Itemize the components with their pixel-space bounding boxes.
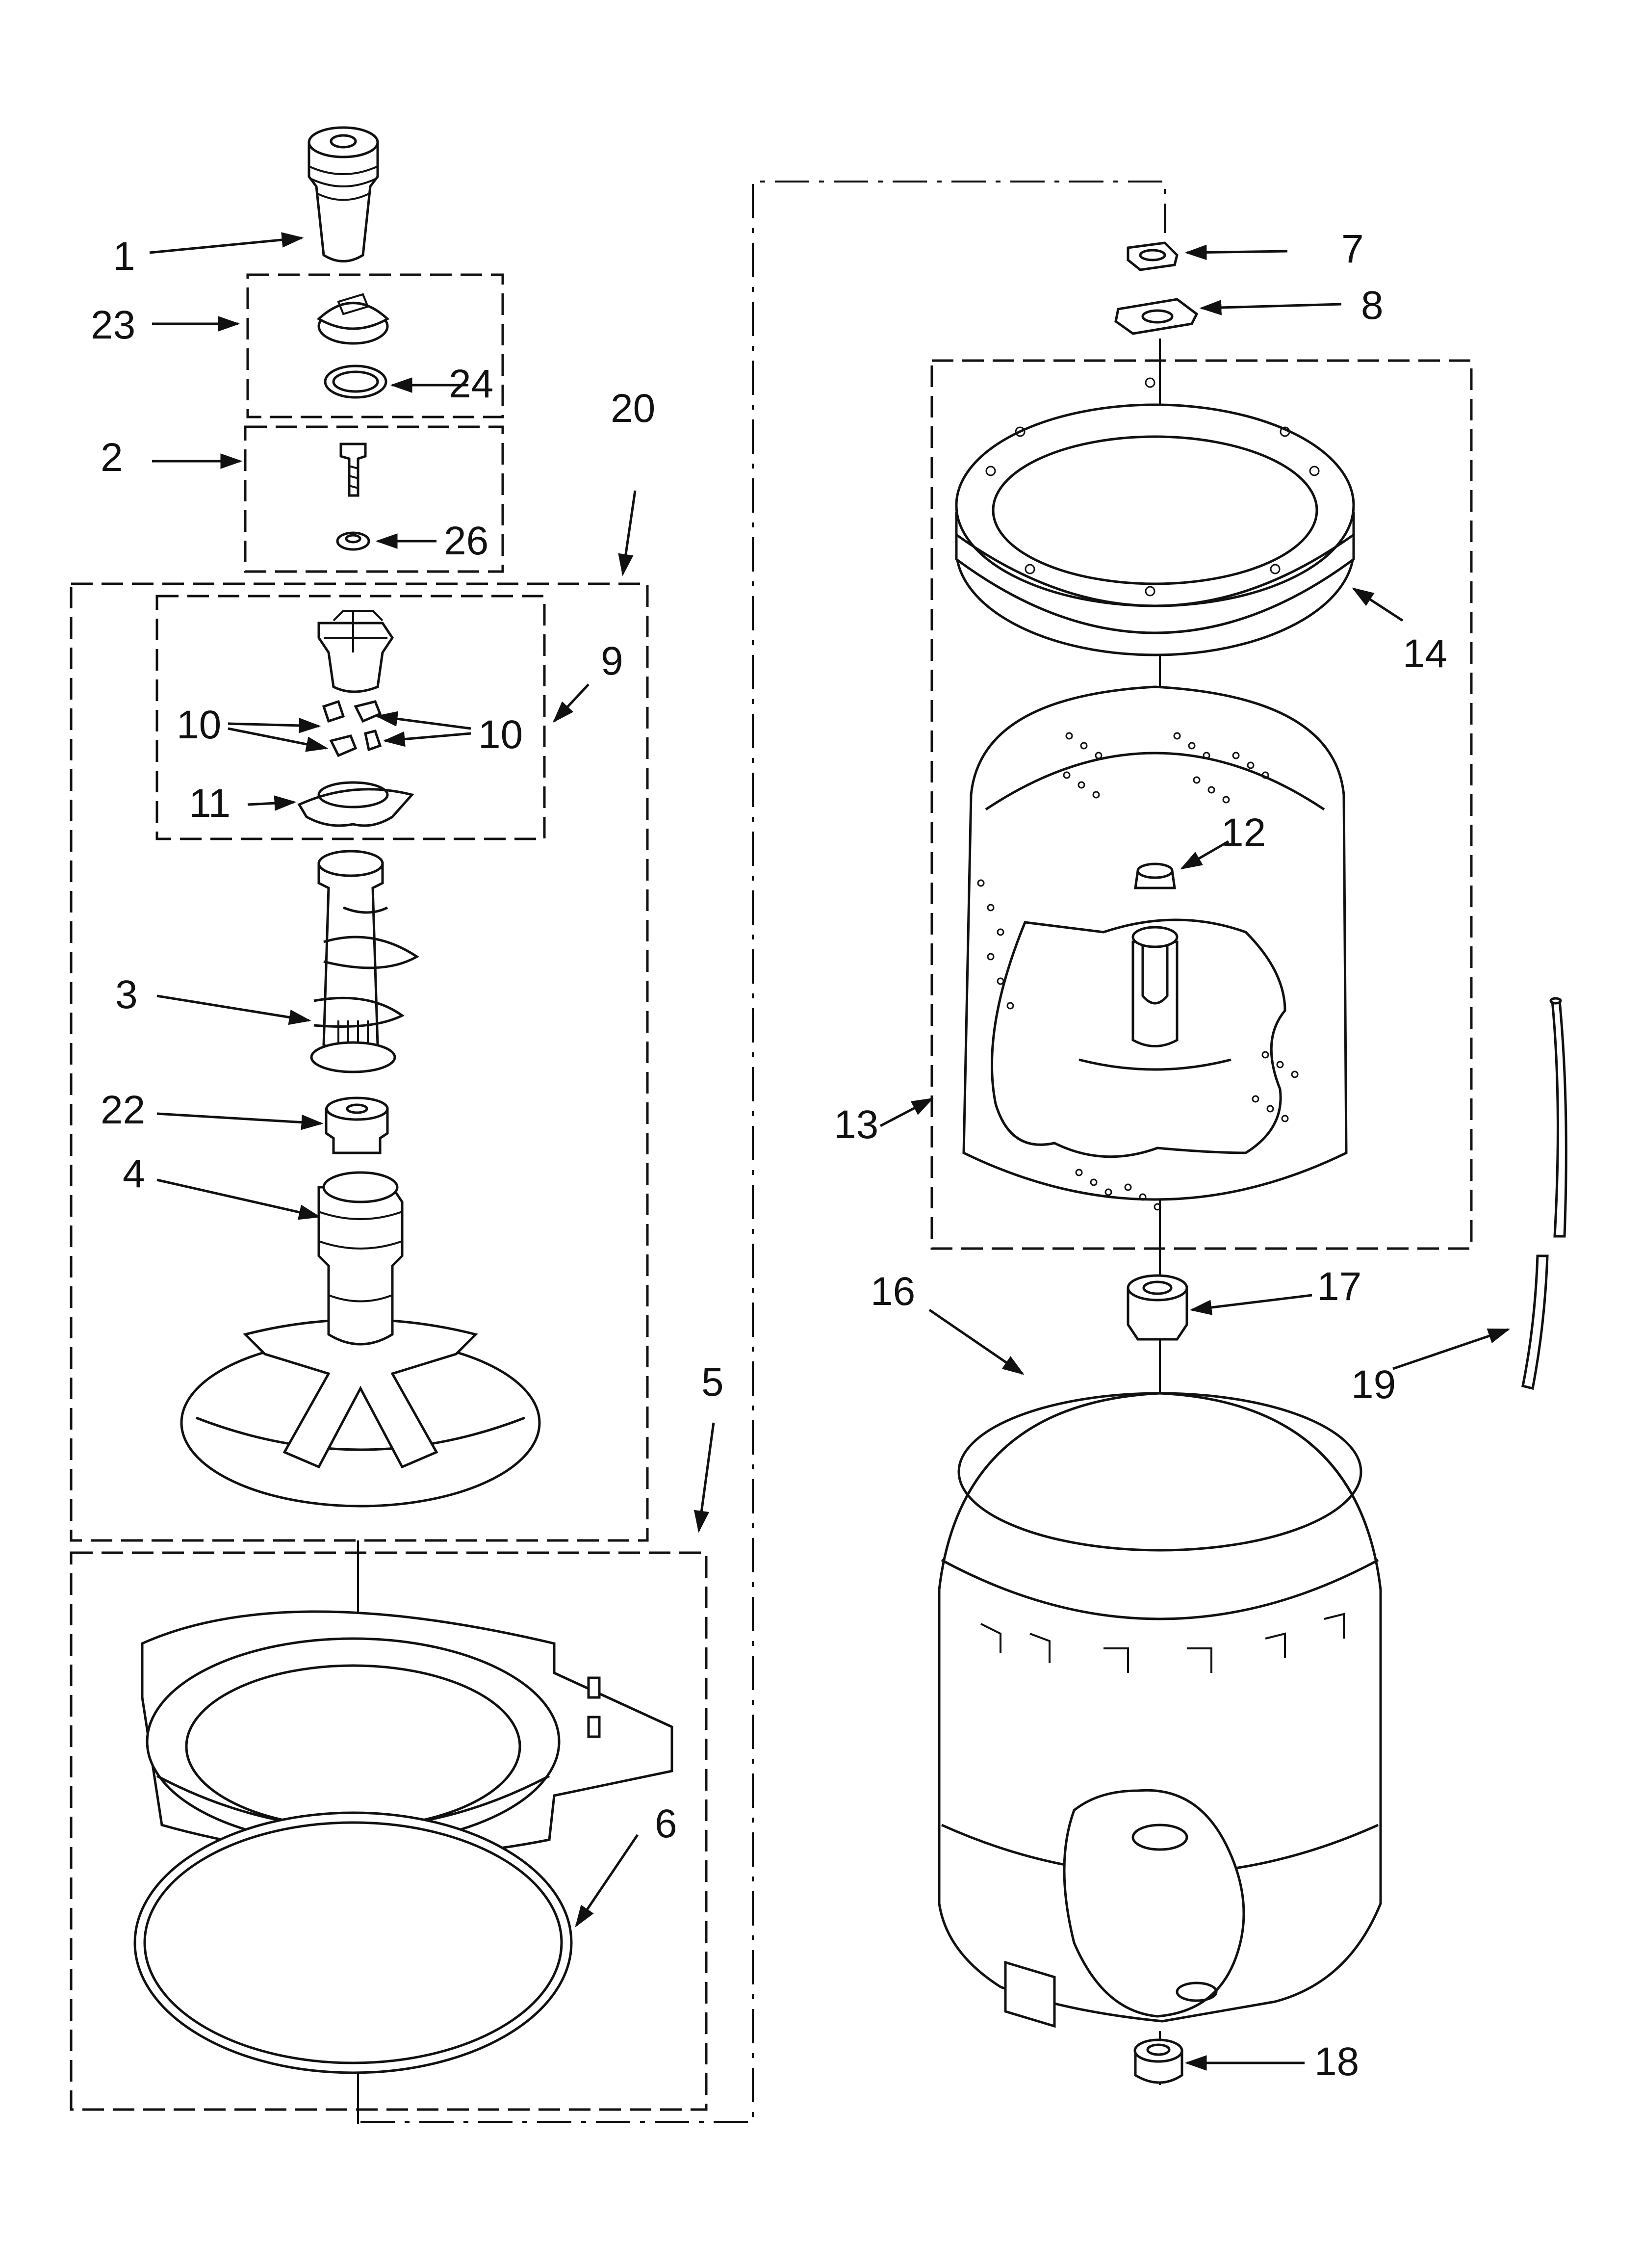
part-12-hub-nut [1134,862,1176,889]
part-6-gasket [133,1811,573,2074]
callout-26: 26 [444,519,488,563]
part-18-drain-plug [1133,2038,1183,2084]
callout-22: 22 [101,1088,145,1132]
callout-3: 3 [115,972,138,1017]
group-box-5 [70,1551,708,2111]
group-boxes [70,181,1473,2123]
callout-8: 8 [1361,283,1384,328]
part-13-spin-basket [962,685,1348,1211]
part-3-auger [310,850,419,1073]
callout-16: 16 [871,1269,915,1314]
callout-5: 5 [701,1360,724,1405]
callout-23: 23 [91,303,135,347]
group-box-9 [155,595,546,840]
part-4-agitator-base [180,1171,541,1508]
connector-frame [360,181,1166,2123]
callout-9: 9 [601,639,623,683]
callout-24: 24 [449,362,493,406]
group-box-2 [244,425,504,573]
part-16-outer-tub [938,1392,1382,2028]
part-8-bracket [1114,298,1199,335]
part-22-coupling [325,1096,389,1154]
callout-labels: 1 23 24 2 26 20 9 10 10 11 3 22 4 5 6 7 … [91,227,1447,2084]
callout-11: 11 [189,781,231,826]
part-14-balance-ring [955,377,1355,656]
group-box-13 [930,359,1473,1250]
part-24-seal-ring [324,365,387,399]
callout-4: 4 [123,1151,145,1196]
part-17-drive-block [1127,1274,1188,1341]
part-23-cap [316,293,390,345]
callout-13: 13 [834,1102,878,1147]
part-2-bolt [339,443,367,497]
callout-6: 6 [655,1801,677,1846]
callout-14: 14 [1403,631,1447,676]
callout-7: 7 [1341,227,1364,271]
callout-18: 18 [1314,2039,1359,2084]
callout-19: 19 [1351,1362,1396,1407]
group-box-23 [246,273,504,418]
part-19-hose [1521,997,1567,1390]
part-10-dogs [322,700,382,757]
leader-arrows [149,232,1511,2071]
part-11-cam [297,781,414,827]
callout-2: 2 [101,435,123,480]
part-7-clip [1127,241,1179,271]
callout-20: 20 [611,386,655,431]
callout-1: 1 [113,234,135,279]
callout-17: 17 [1317,1264,1361,1309]
part-5-bearing-ring [141,1610,673,1858]
part-26-washer [336,531,370,551]
callout-10-right: 10 [478,712,523,757]
part-1-dispenser-cup [308,126,379,262]
group-box-20 [70,582,649,1542]
callout-12: 12 [1221,810,1266,855]
callout-10-left: 10 [177,703,221,747]
part-9-dog-assembly [317,610,394,693]
